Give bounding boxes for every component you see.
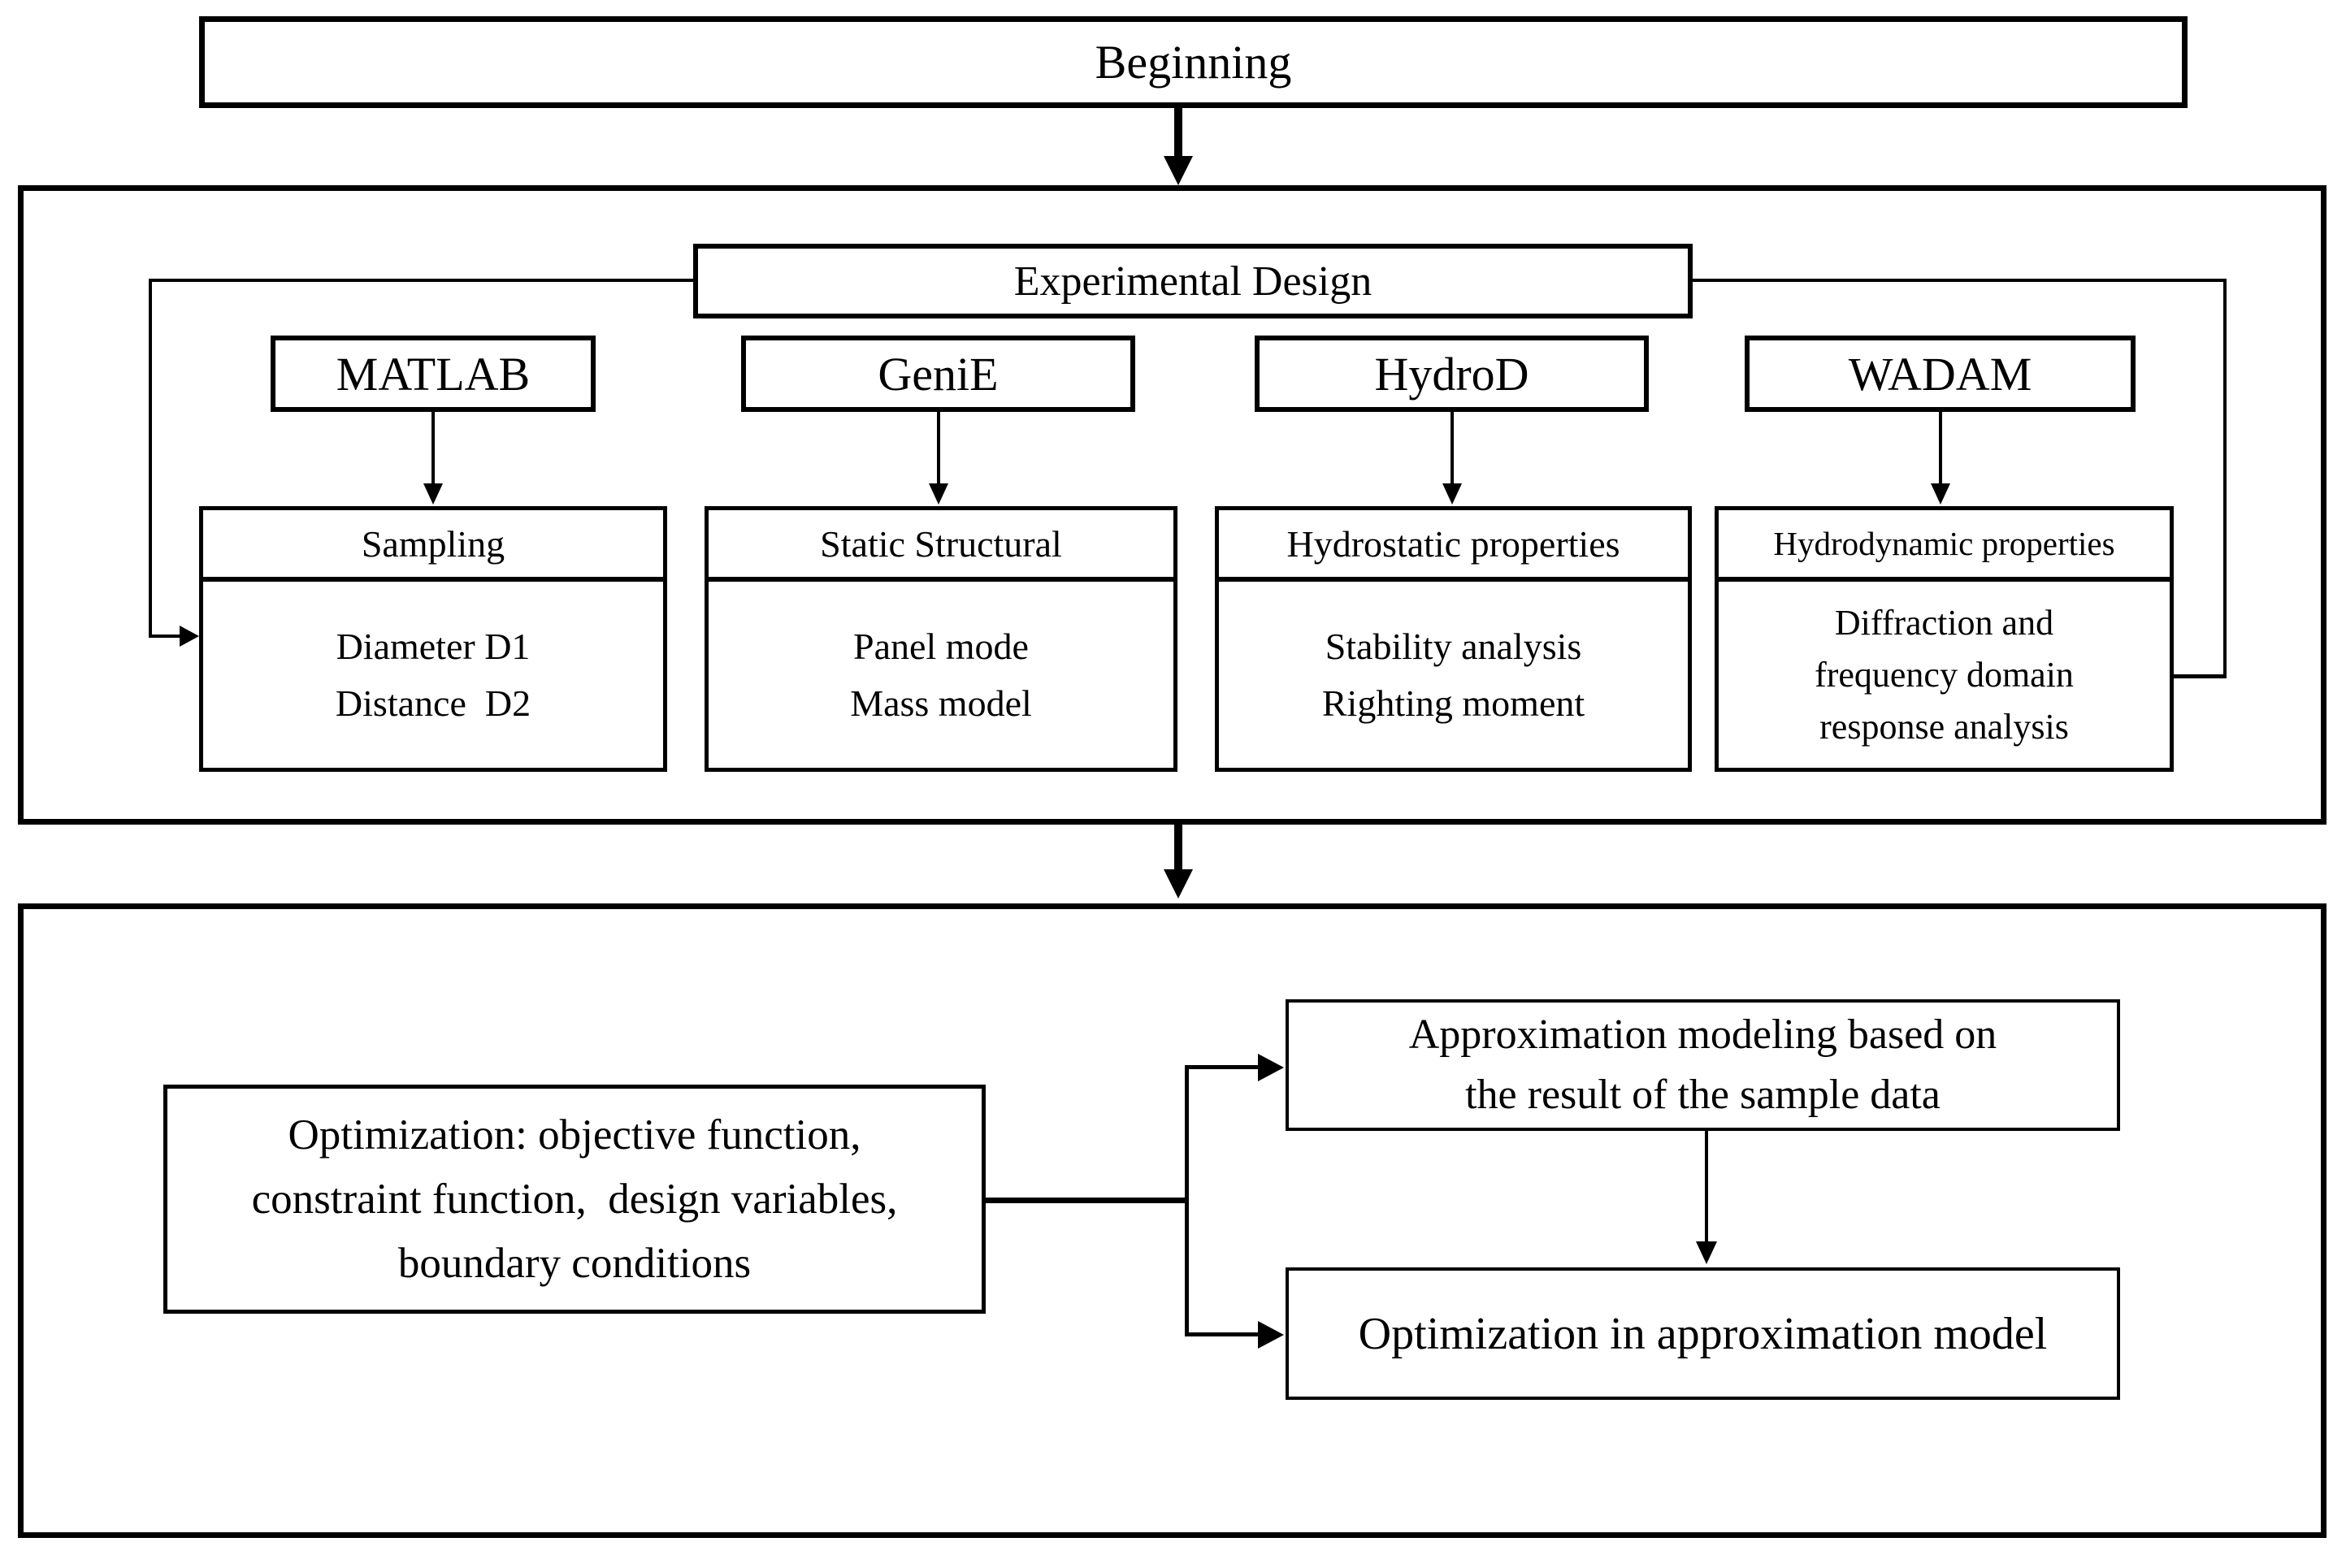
- sampling-body: Diameter D1 Distance D2: [203, 582, 663, 768]
- hydrostatic-body: Stability analysis Righting moment: [1219, 582, 1688, 768]
- arrow-hydrod-shaft: [1451, 412, 1454, 483]
- approximation-line-1: Approximation modeling based on: [1408, 1011, 1997, 1058]
- experimental-design-stage-container: [18, 185, 2326, 825]
- static-structural-body: Panel mode Mass model: [709, 582, 1173, 768]
- connector-left-horizontal-bottom: [149, 635, 181, 638]
- arrow-stage1-to-stage2-shaft: [1174, 825, 1182, 872]
- arrow-stage1-to-stage2-head: [1164, 869, 1193, 899]
- experimental-design-box: Experimental Design: [693, 244, 1693, 318]
- hydrodynamic-line-2: frequency domain: [1815, 654, 2074, 695]
- connector-left-vertical: [149, 279, 152, 636]
- matlab-box: MATLAB: [271, 336, 596, 412]
- connector-left-arrowhead: [180, 626, 199, 647]
- optimization-line-1: Optimization: objective function,: [288, 1111, 861, 1159]
- arrow-begin-to-stage1-head: [1164, 156, 1193, 185]
- connector-right-vertical: [2223, 279, 2227, 677]
- hydrodynamic-line-1: Diffraction and: [1834, 602, 2054, 643]
- optimization-in-approximation-box: Optimization in approximation model: [1286, 1267, 2120, 1400]
- hydrodynamic-properties-box: Hydrodynamic properties Diffraction and …: [1715, 506, 2174, 772]
- approximation-line-2: the result of the sample data: [1465, 1072, 1941, 1118]
- approximation-modeling-box: Approximation modeling based on the resu…: [1286, 999, 2120, 1131]
- optimization-stage-container: [18, 903, 2326, 1538]
- sampling-line-2: Distance D2: [335, 682, 531, 724]
- hydrodynamic-header: Hydrodynamic properties: [1719, 510, 2170, 582]
- arrow-genie-shaft: [937, 412, 940, 483]
- hydrod-label: HydroD: [1374, 347, 1529, 401]
- hydrodynamic-line-3: response analysis: [1819, 706, 2069, 747]
- hydrostatic-properties-box: Hydrostatic properties Stability analysi…: [1215, 506, 1692, 772]
- arrow-begin-to-stage1-shaft: [1174, 108, 1182, 158]
- hydrostatic-header: Hydrostatic properties: [1219, 510, 1688, 582]
- static-structural-header: Static Structural: [709, 510, 1173, 582]
- hydrostatic-line-2: Righting moment: [1321, 682, 1585, 724]
- arrow-matlab-head: [423, 483, 443, 505]
- wadam-box: WADAM: [1745, 336, 2136, 412]
- static-structural-box: Static Structural Panel mode Mass model: [705, 506, 1177, 772]
- arrow-to-opt-approx-head: [1258, 1321, 1284, 1349]
- connector-opt-vertical: [1185, 1065, 1189, 1334]
- arrow-approx-to-opt-approx-head: [1696, 1241, 1717, 1264]
- static-line-2: Mass model: [850, 682, 1032, 724]
- optimization-in-approximation-label: Optimization in approximation model: [1358, 1308, 2048, 1359]
- arrow-approx-to-opt-approx-shaft: [1705, 1131, 1708, 1243]
- optimization-line-3: boundary conditions: [397, 1239, 752, 1287]
- sampling-header: Sampling: [203, 510, 663, 582]
- arrow-hydrod-head: [1442, 483, 1462, 505]
- sampling-line-1: Diameter D1: [336, 625, 531, 667]
- beginning-box: Beginning: [199, 16, 2188, 108]
- experimental-design-label: Experimental Design: [1013, 258, 1372, 305]
- sampling-box: Sampling Diameter D1 Distance D2: [199, 506, 667, 772]
- genie-box: GeniE: [741, 336, 1135, 412]
- arrow-matlab-shaft: [431, 412, 435, 483]
- connector-right-horizontal-bottom: [2174, 674, 2227, 678]
- arrow-wadam-shaft: [1939, 412, 1942, 483]
- arrow-wadam-head: [1931, 483, 1950, 505]
- arrow-to-opt-approx-shaft: [1185, 1332, 1260, 1336]
- connector-right-horizontal-top: [1693, 279, 2227, 282]
- genie-label: GeniE: [878, 347, 999, 401]
- optimization-line-2: constraint function, design variables,: [251, 1175, 898, 1223]
- beginning-label: Beginning: [1095, 36, 1292, 89]
- arrow-to-approximation-shaft: [1185, 1065, 1260, 1069]
- connector-opt-horizontal: [986, 1198, 1188, 1203]
- arrow-to-approximation-head: [1258, 1054, 1284, 1081]
- arrow-genie-head: [929, 483, 948, 505]
- hydrostatic-line-1: Stability analysis: [1325, 625, 1582, 667]
- matlab-label: MATLAB: [336, 347, 531, 401]
- wadam-label: WADAM: [1848, 347, 2032, 401]
- hydrod-box: HydroD: [1255, 336, 1649, 412]
- static-line-1: Panel mode: [853, 625, 1029, 667]
- optimization-definition-box: Optimization: objective function, constr…: [163, 1085, 986, 1314]
- connector-left-horizontal-top: [149, 279, 693, 282]
- hydrodynamic-body: Diffraction and frequency domain respons…: [1719, 582, 2170, 768]
